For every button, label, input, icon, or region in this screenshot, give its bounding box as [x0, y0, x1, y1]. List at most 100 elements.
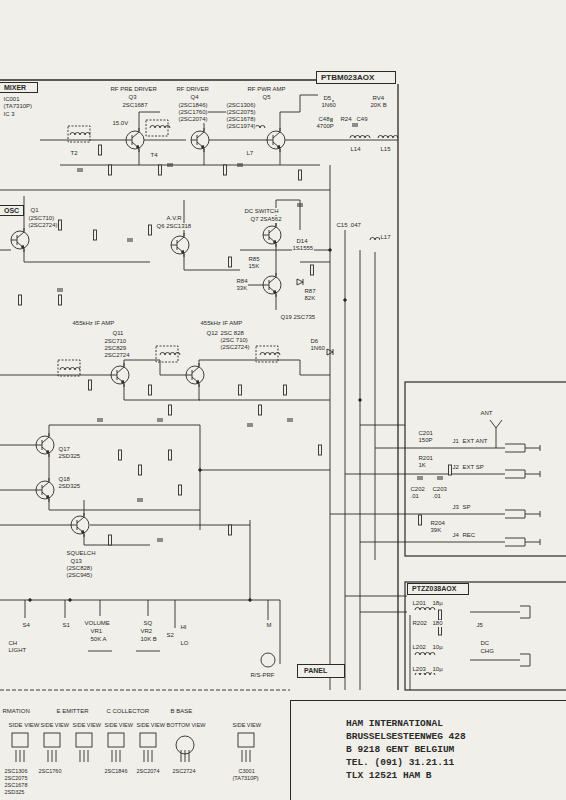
part-label: (2SC 710): [220, 337, 248, 344]
part-label: .01: [410, 493, 419, 500]
jack-symbol: [505, 444, 540, 452]
part-label: VOLUME: [84, 620, 110, 627]
part-label: BOTTOM VIEW: [166, 722, 206, 729]
part-label: SIDE VIEW: [104, 722, 133, 729]
node-text: BRUSSELSESTEENWEG 428: [346, 730, 566, 743]
part-label: L201: [412, 600, 426, 607]
resistor-symbol: [299, 170, 302, 180]
wiring: [0, 80, 520, 690]
part-label: 1N60: [321, 102, 336, 109]
capacitor-symbol: [167, 164, 173, 166]
package-outline: [176, 736, 194, 762]
part-label: (2SC2075): [226, 109, 256, 116]
part-label: Q6 2SC1318: [156, 223, 192, 230]
jack-symbol: [520, 606, 530, 666]
part-label: DC: [480, 640, 490, 647]
part-label: .01: [432, 493, 441, 500]
part-label: 1K: [418, 462, 426, 469]
resistor-symbol: [109, 165, 112, 175]
part-label: SIDE VIEW: [136, 722, 165, 729]
node-text: MIXER: [4, 84, 33, 91]
capacitor-symbol: [287, 419, 293, 421]
part-label: EXT ANT: [462, 438, 488, 445]
capacitor-symbol: [352, 124, 358, 126]
part-label: SIDE VIEW: [40, 722, 69, 729]
resistor-symbol: [19, 295, 22, 305]
panel-box: PANEL: [297, 664, 345, 678]
part-label: D6: [310, 338, 319, 345]
part-label: 82K: [304, 295, 316, 302]
part-label: EXT SP: [462, 464, 484, 471]
part-label: (2SC1974): [226, 123, 256, 130]
resistor-symbol: [224, 165, 227, 175]
jack-symbol: [505, 470, 540, 478]
package-outline: [238, 733, 254, 762]
part-label: 18µ: [432, 600, 443, 607]
resistor-symbol: [229, 525, 232, 535]
part-label: J1: [452, 438, 459, 445]
part-label: RMATION: [2, 708, 30, 715]
part-label: J2: [452, 464, 459, 471]
transistor-symbol: [267, 128, 285, 152]
part-label: L7: [246, 150, 254, 157]
part-label: (2SC1846): [178, 102, 208, 109]
part-label: R201: [418, 455, 433, 462]
part-label: RF PRE DRIVER: [110, 86, 157, 93]
node-text: PANEL: [304, 667, 338, 674]
part-label: E EMITTER: [56, 708, 89, 715]
part-label: 15K: [248, 263, 260, 270]
part-label: L17: [380, 234, 391, 241]
part-label: M: [266, 622, 272, 629]
part-label: 2SD325: [58, 453, 81, 460]
resistor-symbol: [439, 625, 442, 635]
resistor-symbol: [94, 230, 97, 240]
part-label: 2SC829: [104, 345, 127, 352]
part-label: CH: [8, 640, 18, 647]
part-label: IC001: [3, 96, 20, 103]
resistor-symbol: [239, 385, 242, 395]
meter-symbol: [261, 653, 275, 667]
node-text: OSC: [4, 207, 19, 214]
part-label: Q18: [58, 476, 70, 483]
transistor-symbol: [71, 513, 89, 537]
capacitor-symbol: [237, 164, 243, 166]
coil-symbol: [60, 368, 80, 371]
coil-symbol: [70, 133, 90, 136]
part-label: 10µ: [432, 666, 443, 673]
part-label: (2SC2074): [178, 116, 208, 123]
node-text: B 9218 GENT BELGIUM: [346, 743, 566, 756]
part-label: A.V.R: [166, 215, 182, 222]
part-label: S1: [62, 622, 70, 629]
part-label: 1N60: [310, 345, 325, 352]
junction-dot: [344, 299, 347, 302]
resistor-symbol: [179, 485, 182, 495]
address-box: HAM INTERNATIONALBRUSSELSESTEENWEG 428B …: [290, 700, 566, 800]
capacitor-symbol: [297, 204, 303, 206]
junction-dot: [329, 249, 332, 252]
node-text: HAM INTERNATIONAL: [346, 717, 566, 730]
junction-dot: [29, 599, 32, 602]
part-label: 2SC1678: [4, 782, 28, 789]
part-label: T4: [150, 152, 158, 159]
part-label: 2SC1306: [4, 768, 28, 775]
part-label: 33K: [236, 285, 248, 292]
transformer-can: [146, 120, 168, 136]
part-label: RV4: [372, 95, 385, 102]
resistor-symbol: [169, 450, 172, 460]
resistor-symbol: [119, 450, 122, 460]
part-label: 1S1555: [292, 245, 314, 252]
part-label: REC: [462, 532, 476, 539]
pot-symbol: [136, 651, 160, 652]
transformer-can: [256, 346, 278, 362]
part-label: T2: [70, 150, 78, 157]
part-label: Q13: [70, 558, 82, 565]
resistor-symbol: [59, 220, 62, 230]
part-label: Q1: [30, 207, 39, 214]
junction-dot: [199, 469, 202, 472]
part-label: R/S-PRF: [250, 672, 275, 679]
capacitor-symbol: [157, 539, 163, 541]
transistor-symbol: [191, 128, 209, 152]
capacitor-symbol: [137, 499, 143, 501]
